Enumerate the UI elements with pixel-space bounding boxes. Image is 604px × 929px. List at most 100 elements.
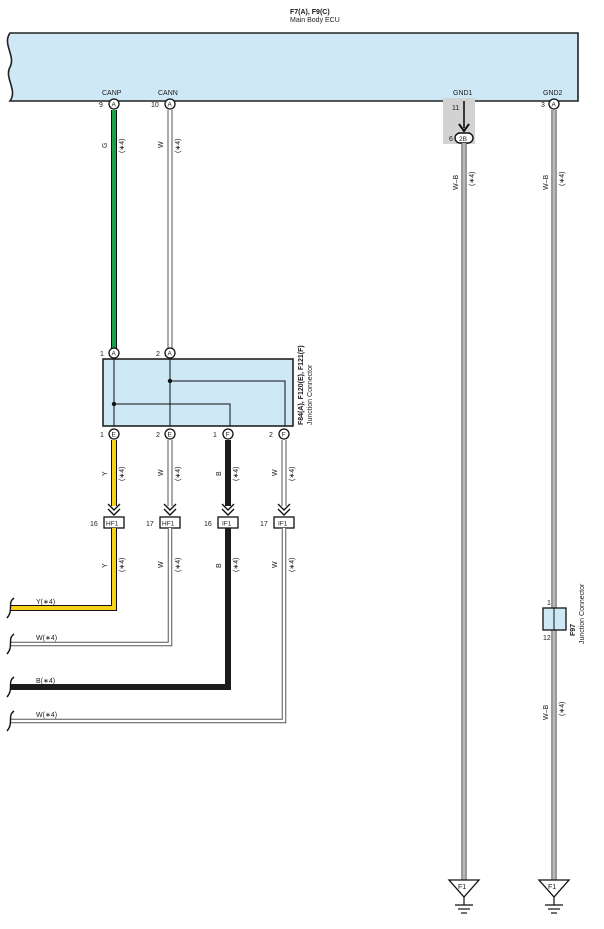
wire-label-b-1-sig: (∗4): [233, 467, 240, 481]
ground-label-1: F1: [458, 884, 466, 891]
wire-w1-lower-fill: [10, 528, 172, 646]
wire-y-lower: [10, 528, 117, 611]
jc-junction-dot-1: [111, 401, 117, 407]
jc-bot-pin-3: [222, 428, 234, 440]
wire-w2-lower-fill: [10, 528, 286, 723]
jc-internal-bus-2: [170, 380, 286, 426]
f97-pin-bottom: 12: [543, 635, 551, 642]
jc-top-pin-1: [108, 347, 120, 359]
wire-label-wb-1: W–B: [453, 175, 460, 191]
jc-internal-bus-1: [114, 403, 231, 426]
wire-label-w: W: [158, 141, 165, 148]
ecu-ref: F7(A), F9(C): [290, 9, 330, 16]
wire-label-wb-2: W–B: [543, 175, 550, 191]
ecu-name: Main Body ECU: [290, 17, 340, 24]
jc-bot-pin-4-conn: F: [282, 432, 286, 439]
jc-bot-pin-1-conn: E: [112, 432, 117, 439]
wire-label-b-2: B: [216, 563, 223, 568]
cann-pin-number: 10: [151, 102, 159, 109]
jc-top-pin-1-num: 1: [100, 351, 104, 358]
jc-name: Junction Connector: [307, 364, 314, 425]
wire-label-w-5: W: [272, 561, 279, 568]
wire-label-y-1-sig: (∗4): [119, 467, 126, 481]
ecu-pin-label-gnd1: GND1: [453, 90, 473, 97]
jc-junction-dot-2: [167, 378, 173, 384]
cann-pin-conn: A: [168, 102, 173, 109]
offsheet-label-4: W(∗4): [36, 712, 57, 719]
wire-label-wb-2-sig: (∗4): [559, 172, 566, 186]
hc-4-conn: IF1: [278, 521, 288, 528]
jc-bot-pin-3-conn: F: [226, 432, 230, 439]
gnd1-pin-number: 11: [452, 105, 459, 112]
wire-label-wb-3-sig: (∗4): [559, 702, 566, 716]
f97-ref: F97: [570, 624, 577, 636]
ground-icon: [537, 879, 571, 914]
ground-icon: [447, 879, 481, 914]
wire-label-g-sig: (∗4): [119, 139, 126, 153]
jc-bot-pin-2: [164, 428, 176, 440]
arrow-down-icon: [458, 123, 470, 133]
wire-label-w-2: W: [158, 469, 165, 476]
inline-connector-label: 2B: [459, 136, 467, 143]
jc-bot-pin-2-num: 2: [156, 432, 160, 439]
offsheet-label-1: Y(∗4): [36, 599, 55, 606]
jc-top-pin-1-conn: A: [112, 351, 117, 358]
jc-bot-pin-2-conn: E: [168, 432, 173, 439]
wire-label-wb-3: W–B: [543, 705, 550, 721]
jc-bot-pin-4-num: 2: [269, 432, 273, 439]
wire-label-g: G: [102, 143, 109, 148]
offsheet-label-3: B(∗4): [36, 678, 55, 685]
canp-pin-circle: [108, 98, 120, 110]
hc-3-conn: IF1: [222, 521, 232, 528]
cann-pin-circle: [164, 98, 176, 110]
wire-label-y-1: Y: [102, 471, 109, 476]
wire-y-lower-fill: [10, 528, 116, 610]
wire-label-w-4-sig: (∗4): [175, 558, 182, 572]
wire-b-lower: [10, 528, 231, 690]
wire-label-b-1: B: [216, 471, 223, 476]
ecu-pin-label-gnd2: GND2: [543, 90, 563, 97]
jc-bot-pin-3-num: 1: [213, 432, 217, 439]
f97-pin-top: 1: [547, 600, 551, 607]
wire-label-b-2-sig: (∗4): [233, 558, 240, 572]
hc-3-num: 16: [204, 521, 212, 528]
wire-label-y-2-sig: (∗4): [119, 558, 126, 572]
f97-name: Junction Connector: [579, 583, 586, 644]
jc-ref: F84(A), F120(E), F121(F): [298, 345, 305, 425]
wire-label-wb-1-sig: (∗4): [469, 172, 476, 186]
ground-label-2: F1: [548, 884, 556, 891]
jc-top-pin-2-conn: A: [168, 351, 173, 358]
hc-2-conn: HF1: [162, 521, 175, 528]
inline-pin-number: 6: [449, 136, 453, 143]
hc-4-num: 17: [260, 521, 268, 528]
wire-w1-lower: [10, 528, 173, 647]
offsheet-label-2: W(∗4): [36, 635, 57, 642]
wire-label-w-sig: (∗4): [175, 139, 182, 153]
wire-break-icon: [6, 597, 15, 732]
canp-pin-number: 9: [99, 102, 103, 109]
ecu-pin-label-canp: CANP: [102, 90, 122, 97]
gnd2-pin-circle: [548, 98, 560, 110]
jc-bot-pin-1: [108, 428, 120, 440]
wire-label-y-2: Y: [102, 563, 109, 568]
junction-connector-box: [102, 358, 294, 427]
hc-1-conn: HF1: [106, 521, 119, 528]
wire-label-w-4: W: [158, 561, 165, 568]
wire-label-w-5-sig: (∗4): [289, 558, 296, 572]
jc-bot-pin-4: [278, 428, 290, 440]
ecu-body: [6, 32, 579, 102]
wire-w2-lower: [10, 528, 287, 724]
wire-label-w-2-sig: (∗4): [175, 467, 182, 481]
hc-2-num: 17: [146, 521, 154, 528]
chevron-down-icon: [107, 503, 291, 516]
wire-label-w-3: W: [272, 469, 279, 476]
jc-top-pin-2: [164, 347, 176, 359]
gnd2-pin-number: 3: [541, 102, 545, 109]
wire-label-w-3-sig: (∗4): [289, 467, 296, 481]
jc-top-pin-2-num: 2: [156, 351, 160, 358]
canp-pin-conn: A: [112, 102, 117, 109]
ecu-pin-label-cann: CANN: [158, 90, 178, 97]
gnd2-pin-conn: A: [552, 102, 557, 109]
hc-1-num: 16: [90, 521, 98, 528]
